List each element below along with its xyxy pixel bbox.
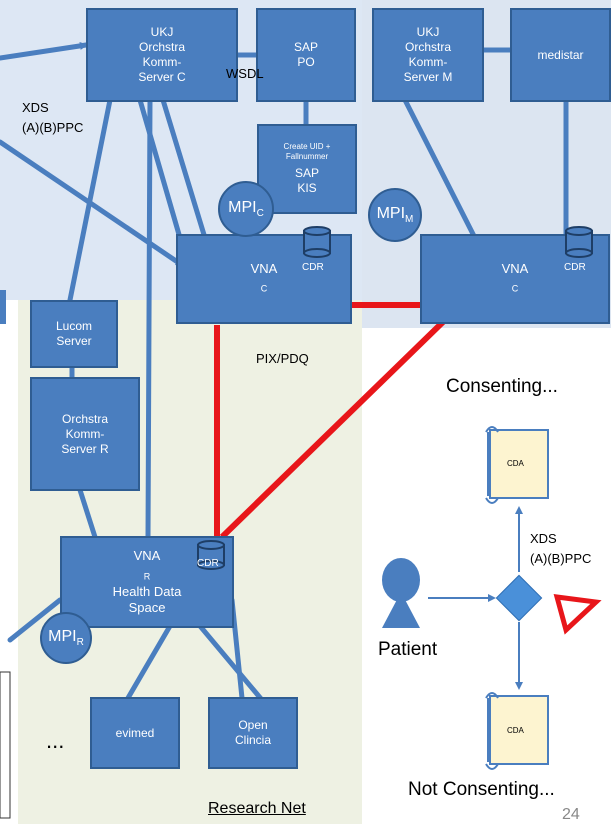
edge-vnar-left bbox=[7, 597, 63, 643]
patient-icon bbox=[382, 558, 420, 628]
cdr-m: CDR bbox=[564, 226, 594, 276]
edge-ukjc-vnac-2 bbox=[137, 97, 183, 241]
mpi-m: MPIM bbox=[368, 188, 422, 242]
cdr-m-label: CDR bbox=[564, 262, 586, 273]
left-frame bbox=[0, 671, 11, 819]
left-blue-tab bbox=[0, 290, 6, 324]
cda-scroll-bottom bbox=[485, 692, 549, 770]
cdr-c-label: CDR bbox=[302, 262, 324, 273]
ukj-orchestra-komm-server-c: UKJ Orchstra Komm- Server C bbox=[86, 8, 238, 102]
mpi-r: MPIR bbox=[40, 612, 92, 664]
pix-pdq-label: PIX/PDQ bbox=[256, 351, 309, 366]
xds-left-label: XDS (A)(B)PPC bbox=[22, 100, 84, 135]
red-link-vnam-vnar bbox=[219, 317, 448, 540]
orchestra-komm-server-r: Orchstra Komm- Server R bbox=[30, 377, 140, 491]
evimed: evimed bbox=[90, 697, 180, 769]
cda-bottom-label: CDA bbox=[507, 726, 524, 735]
edge-vnar-evimed-2 bbox=[197, 623, 265, 703]
decision-diamond bbox=[495, 574, 543, 622]
ellipsis-label: ... bbox=[46, 728, 65, 753]
cda-scroll-top bbox=[485, 426, 549, 504]
lucom-server: Lucom Server bbox=[30, 300, 118, 368]
patient-label: Patient bbox=[378, 639, 438, 660]
edge-ukjc-lucom bbox=[67, 97, 113, 303]
mpi-c: MPIC bbox=[218, 181, 274, 237]
ukj-orchestra-komm-server-m: UKJ Orchstra Komm- Server M bbox=[372, 8, 484, 102]
edge-ukjc-vnar bbox=[145, 97, 153, 540]
edge-left-to-ukjc bbox=[0, 41, 89, 61]
cdr-r-label: CDR bbox=[197, 558, 219, 569]
medistar: medistar bbox=[510, 8, 611, 102]
consenting-label: Consenting... bbox=[446, 376, 558, 397]
sap-kis: Create UID + Fallnummer SAP KIS bbox=[257, 124, 357, 214]
sap-po: SAP PO bbox=[256, 8, 356, 102]
research-net-label: Research Net bbox=[208, 800, 306, 817]
cdr-c: CDR bbox=[302, 226, 332, 276]
page-number: 24 bbox=[562, 806, 580, 823]
edge-vnar-evimed bbox=[125, 623, 173, 701]
wsdl-label: WSDL bbox=[226, 66, 264, 81]
cda-top-label: CDA bbox=[507, 459, 524, 468]
cdr-r: CDR bbox=[196, 540, 226, 590]
open-clincia: Open Clincia bbox=[208, 697, 298, 769]
not-consenting-label: Not Consenting... bbox=[408, 779, 555, 800]
edge-ukjm-vna-right bbox=[402, 97, 478, 241]
red-triangle bbox=[553, 594, 602, 635]
edge-ukjc-vnac-1 bbox=[160, 97, 208, 241]
region-lower-white bbox=[0, 300, 18, 824]
xds-right-label: XDS (A)(B)PPC bbox=[530, 531, 592, 566]
edge-orch-vnar bbox=[77, 487, 98, 540]
